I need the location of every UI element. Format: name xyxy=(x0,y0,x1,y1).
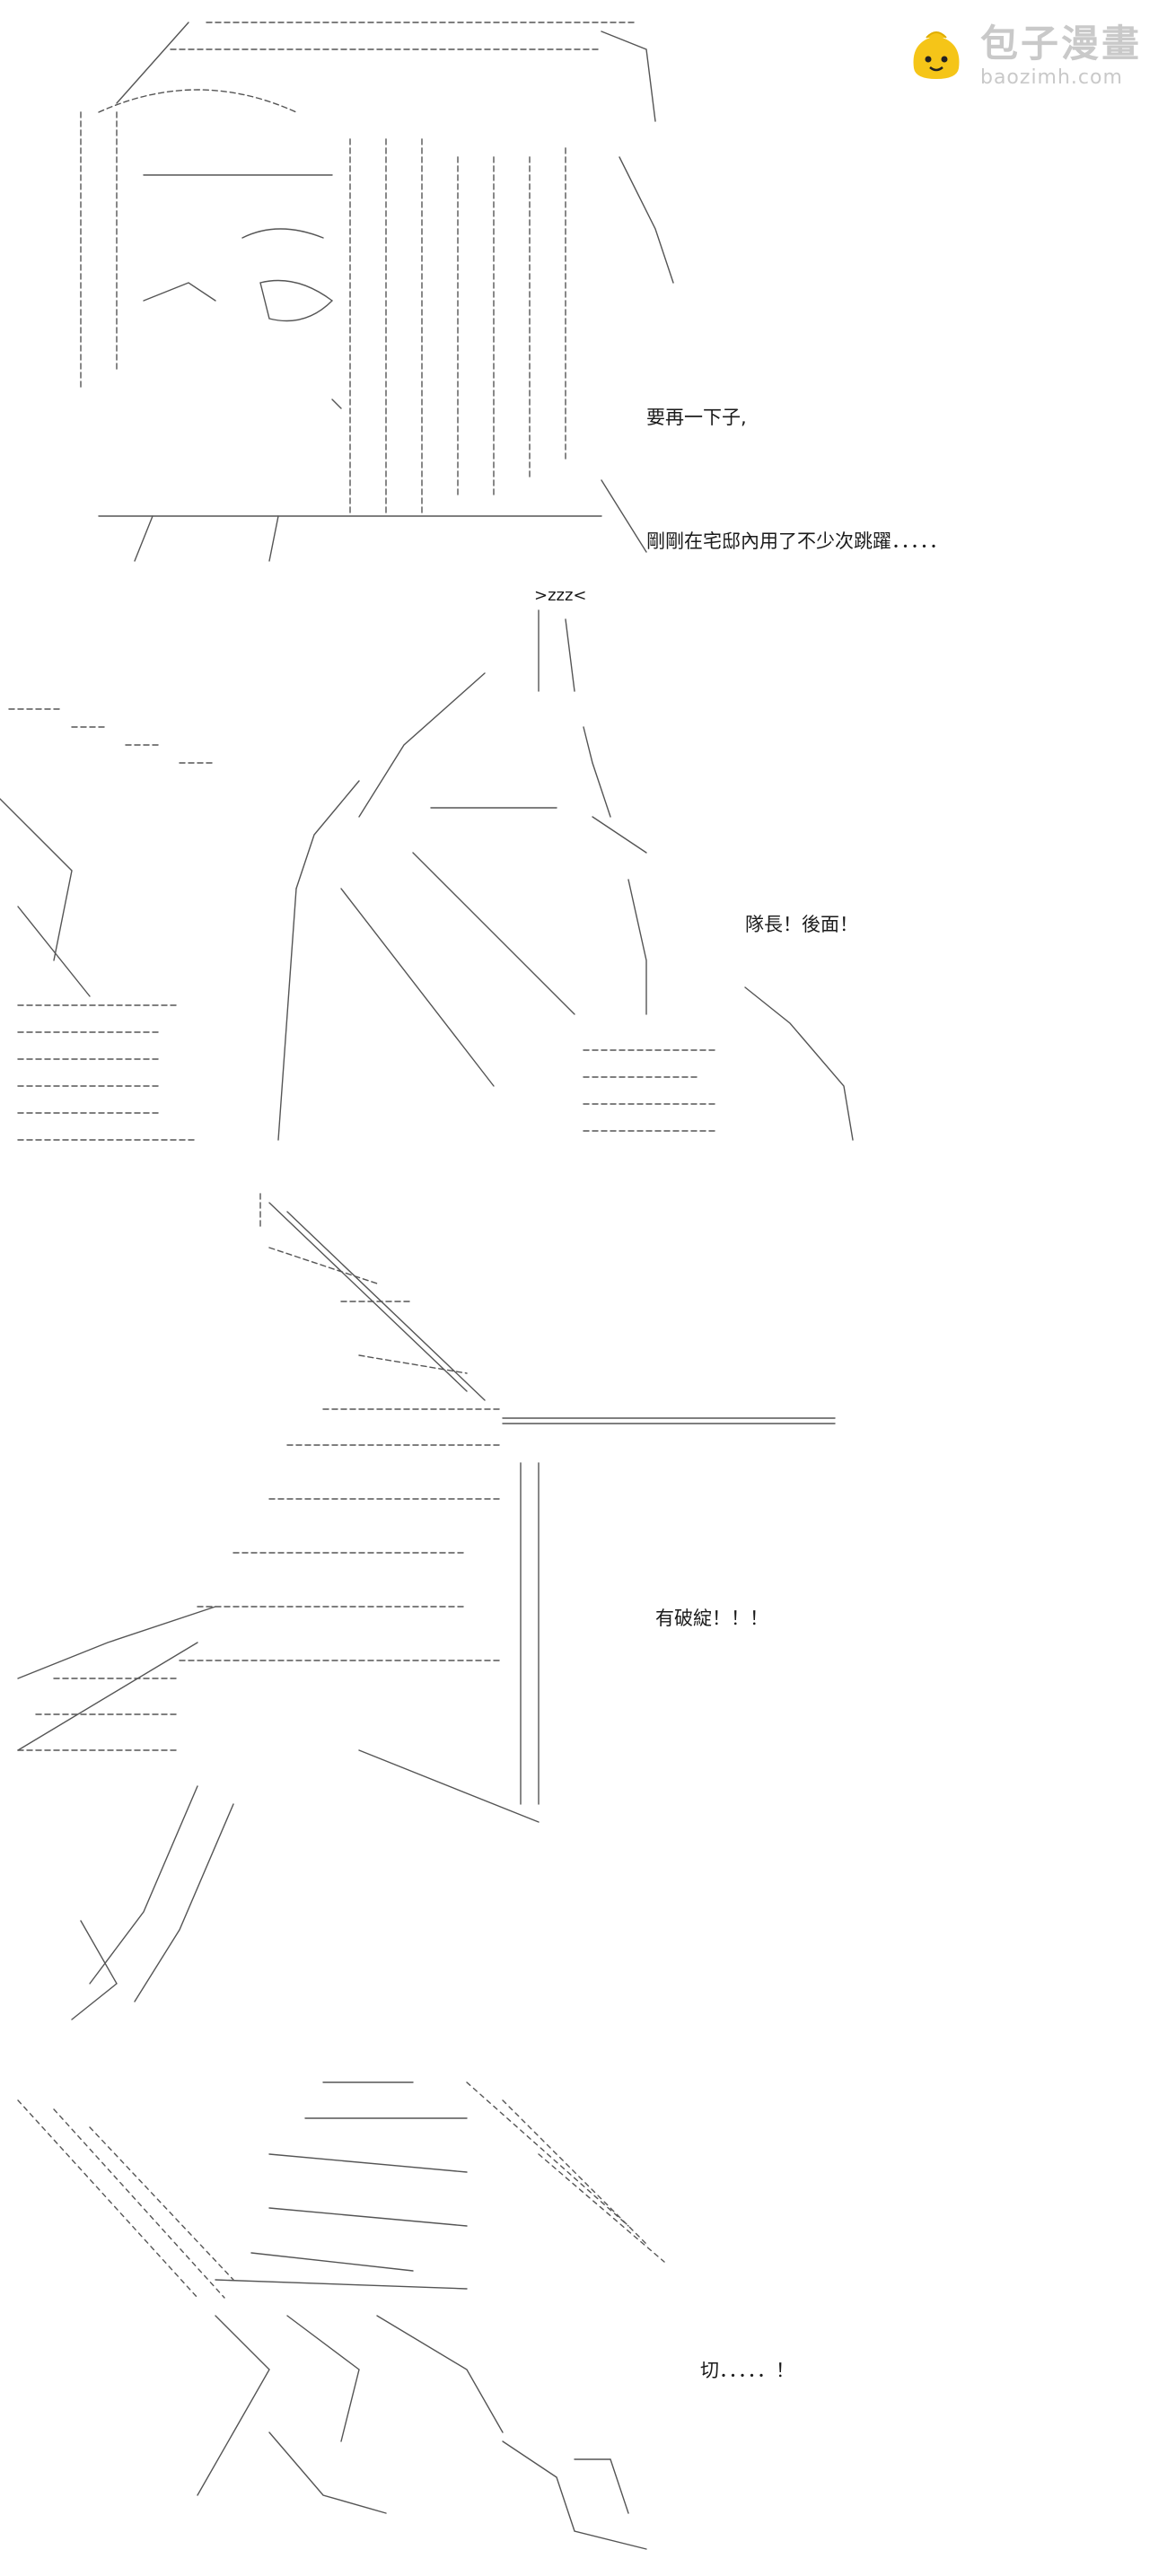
sfx-text: >zzz< xyxy=(534,586,587,605)
dialog-line: 要再一下子, xyxy=(646,407,747,428)
panel-2: >zzz< 隊長！後面！ xyxy=(0,574,1167,1167)
panel-4: 切．．．．．！ xyxy=(0,2046,1167,2576)
dialog-text: 有破綻！！！ xyxy=(655,1515,768,1722)
dialog-line: 隊長！後面！ xyxy=(745,914,858,935)
dialog-line: 剛剛在宅邸內用了不少次跳躍．．．．． xyxy=(646,530,948,552)
falling-figure-ascii-art-icon xyxy=(17,2081,665,2550)
watermark-text: 包子漫畫 baozimh.com xyxy=(980,25,1142,88)
dialog-text: 隊長！後面！ xyxy=(745,821,858,1028)
dialog-line: 有破綻！！！ xyxy=(655,1608,768,1629)
dialog-text: 要再一下子, 剛剛在宅邸內用了不少次跳躍．．．．． xyxy=(646,314,948,644)
sleeping-figure-attack-ascii-art-icon xyxy=(0,609,854,1141)
bun-face-icon xyxy=(913,31,960,79)
sword-wielder-ascii-art-icon xyxy=(17,1193,836,2020)
character-face-ascii-art-icon xyxy=(80,22,674,562)
dialog-line: 切．．．．．！ xyxy=(700,2360,794,2381)
watermark-title: 包子漫畫 xyxy=(979,22,1142,66)
dialog-text: 切．．．．．！ xyxy=(700,2267,794,2474)
panel-3: 有破綻！！！ xyxy=(0,1167,1167,2046)
panel-1: 要再一下子, 剛剛在宅邸內用了不少次跳躍．．．．． xyxy=(0,0,1167,574)
watermark: 包子漫畫 baozimh.com xyxy=(905,25,1142,88)
watermark-url: baozimh.com xyxy=(979,66,1123,89)
